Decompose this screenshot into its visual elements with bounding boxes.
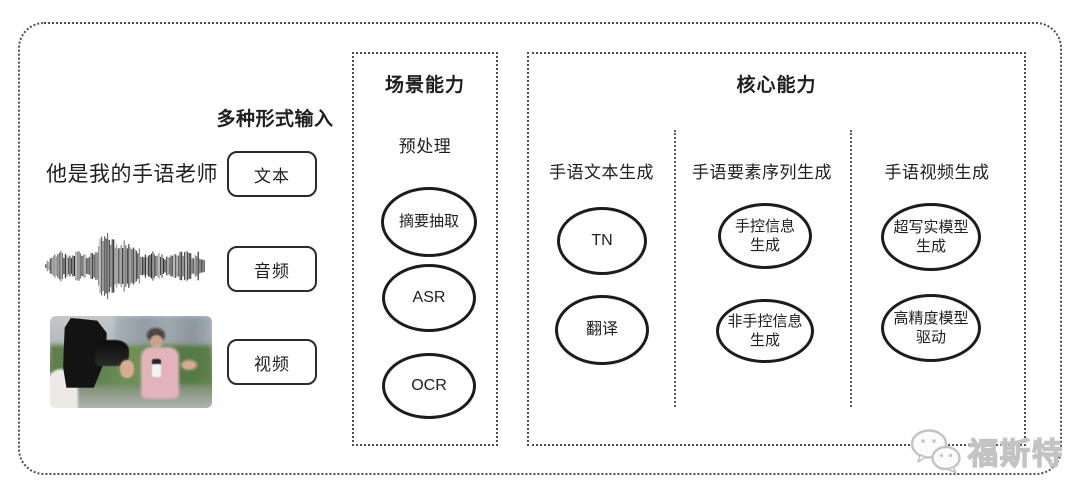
column-heading-element-sequence-generation: 手语要素序列生成 <box>692 163 832 182</box>
column-heading-text-generation: 手语文本生成 <box>549 163 654 182</box>
node-high-precision-model-driving: 高精度模型 驱动 <box>881 294 981 362</box>
photo-microphone-windscreen <box>152 359 162 366</box>
wechat-icon <box>910 429 961 474</box>
input-pill-video-label: 视频 <box>254 354 290 374</box>
node-hyperrealistic-model-generation: 超写实模型 生成 <box>881 203 981 271</box>
column-divider-2 <box>850 130 852 407</box>
core-box-title: 核心能力 <box>736 75 817 96</box>
photo-person-face <box>149 335 163 349</box>
outer-dotted-frame <box>18 22 1062 475</box>
watermark-brand-text: 福斯特 <box>967 437 1064 471</box>
node-tn: TN <box>557 207 647 275</box>
input-section-title: 多种形式输入 <box>216 109 334 130</box>
photo-cameraman-hand <box>119 360 134 379</box>
input-pill-text: 文本 <box>227 151 317 197</box>
photo-person-arm <box>181 360 198 371</box>
input-pill-text-label: 文本 <box>254 166 290 186</box>
scene-box-title: 场景能力 <box>384 75 465 96</box>
node-manual-info-generation: 手控信息 生成 <box>718 203 812 269</box>
scene-capability-box: 场景能力 预处理 摘要抽取 ASR OCR <box>352 52 498 446</box>
input-pill-audio-label: 音频 <box>254 261 290 281</box>
node-summary-extraction: 摘要抽取 <box>381 187 477 257</box>
watermark: 福斯特 <box>908 425 1068 477</box>
audio-waveform-icon <box>45 232 205 300</box>
node-translation: 翻译 <box>555 295 649 365</box>
column-divider-1 <box>674 130 676 407</box>
core-capability-box: 核心能力 手语文本生成 手语要素序列生成 手语视频生成 TN 翻译 手控信息 生… <box>527 52 1026 446</box>
preprocess-label: 预处理 <box>398 137 452 156</box>
node-non-manual-info-generation: 非手控信息 生成 <box>716 299 814 363</box>
node-asr: ASR <box>382 264 476 332</box>
input-pill-audio: 音频 <box>227 246 317 292</box>
column-heading-video-generation: 手语视频生成 <box>884 163 990 182</box>
photo-microphone <box>152 363 162 377</box>
input-pill-video: 视频 <box>227 339 317 385</box>
node-ocr: OCR <box>382 353 476 419</box>
sample-sentence-text: 他是我的手语老师 <box>46 163 218 186</box>
interview-video-thumbnail <box>50 316 212 408</box>
